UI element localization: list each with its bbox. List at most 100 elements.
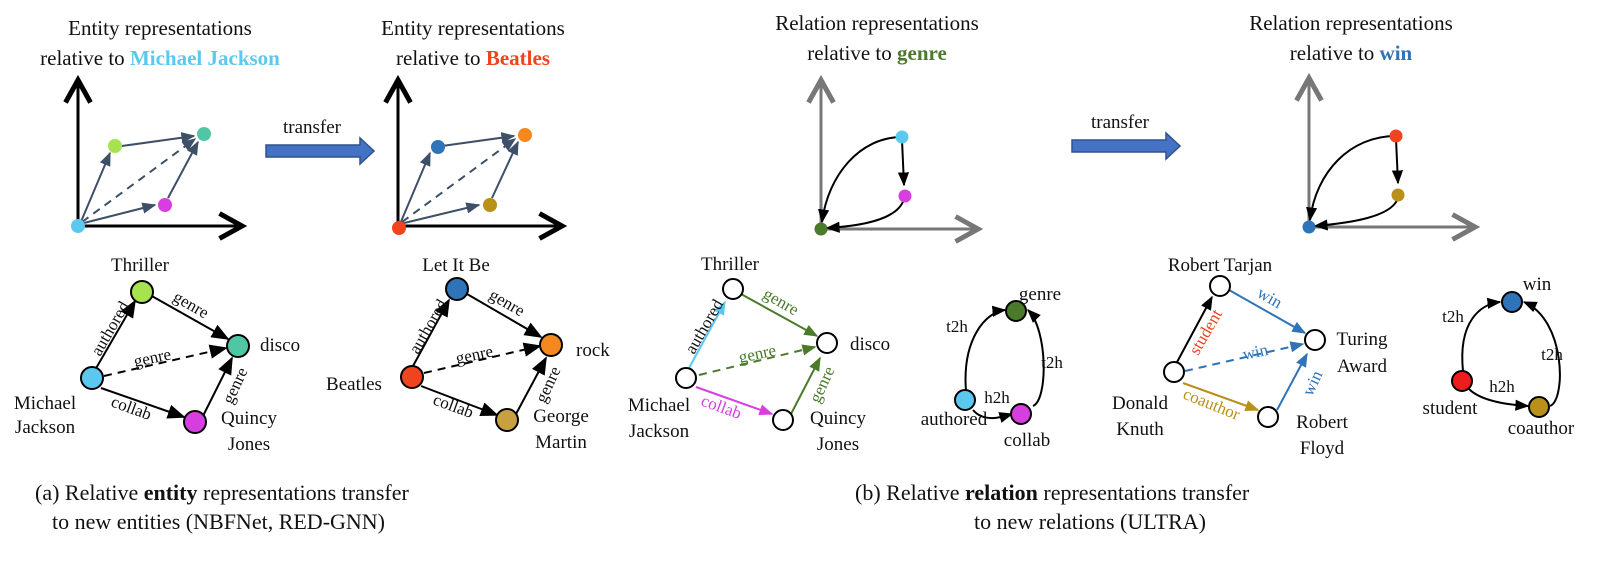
rel-node-label-coauthor: coauthor	[1508, 418, 1575, 439]
node-label-turing: Turing	[1336, 329, 1388, 350]
edge-label-authored: authored	[681, 296, 727, 357]
plot-a1-vectors	[79, 132, 199, 225]
plot-a2-axes	[398, 80, 562, 226]
caption-a-line2: to new entities (NBFNet, RED-GNN)	[52, 509, 385, 534]
point-student	[1389, 129, 1403, 143]
edge-label-collab: collab	[109, 392, 155, 424]
node-thriller	[722, 278, 744, 300]
plot-a1-axes	[78, 80, 242, 226]
caption-b-line2: to new relations (ULTRA)	[974, 509, 1206, 534]
point-coauthor	[1391, 188, 1405, 202]
node-label-jackson: Jackson	[15, 417, 76, 438]
plot-a1-title-highlight: Michael Jackson	[130, 46, 280, 70]
edge-label-collab: collab	[431, 390, 477, 422]
edge-label-genre-bottom: genre	[218, 364, 251, 406]
edge-label-genre: genre	[760, 284, 802, 319]
graph-a2: authored genre genre collab genre Let It…	[326, 255, 610, 453]
rel-edge-label-t2h-left: t2h	[1442, 307, 1464, 326]
graph-b2: student win win coauthor win Robert Tarj…	[1112, 255, 1388, 459]
node-label-jackson: Jackson	[629, 421, 690, 442]
plot-a2-title-line1: Entity representations	[381, 16, 565, 40]
node-quincy-jones	[772, 409, 794, 431]
edge-label-genre-bottom: genre	[531, 363, 564, 405]
rel-node-label-collab: collab	[1004, 430, 1050, 451]
node-rock	[539, 333, 563, 357]
node-label-robert-tarjan: Robert Tarjan	[1168, 255, 1273, 276]
plot-b1-axes	[821, 80, 978, 229]
plot-a2-title-line2: relative to Beatles	[396, 46, 550, 70]
node-label-donald: Donald	[1112, 393, 1168, 414]
node-label-jones: Jones	[228, 434, 270, 455]
graph-a1: authored genre genre collab genre Thrill…	[14, 255, 300, 455]
rel-edge-label-h2h: h2h	[984, 388, 1010, 407]
edge-label-genre-bottom: genre	[805, 363, 838, 405]
plot-b1-title-line1: Relation representations	[775, 11, 979, 35]
edge-label-win: win	[1254, 283, 1286, 312]
node-label-quincy: Quincy	[221, 408, 277, 429]
node-label-knuth: Knuth	[1116, 419, 1164, 440]
node-disco	[226, 334, 250, 358]
edge-label-genre-dashed: genre	[132, 344, 173, 370]
point-michael-jackson	[71, 219, 85, 233]
node-label-disco: disco	[850, 334, 890, 355]
node-thriller	[130, 280, 154, 304]
rel-edge-label-t2h-right: t2h	[1041, 353, 1063, 372]
edge-label-student: student	[1185, 306, 1226, 358]
node-label-award: Award	[1337, 356, 1387, 377]
node-label-michael: Michael	[628, 395, 690, 416]
transfer-arrow-a-icon	[265, 136, 376, 166]
relation-graph-b1: t2h t2h h2h genre authored collab	[921, 284, 1064, 451]
node-label-let-it-be: Let It Be	[422, 255, 490, 276]
plot-b1-title-line2: relative to genre	[807, 41, 947, 65]
plot-b2-edges	[1306, 135, 1404, 231]
rel-node-authored	[954, 389, 976, 411]
point-thriller	[108, 139, 122, 153]
caption-b-line1: (b) Relative relation representations tr…	[855, 480, 1250, 505]
node-beatles	[400, 365, 424, 389]
node-label-george: George	[533, 406, 589, 427]
plot-b1-edges	[818, 136, 910, 233]
rel-node-label-genre: genre	[1019, 284, 1061, 305]
relation-graph-b2: t2h t2h h2h win student coauthor	[1423, 274, 1575, 439]
node-donald-knuth	[1163, 361, 1185, 383]
node-robert-tarjan	[1209, 275, 1231, 297]
edge-label-genre-dashed: genre	[737, 340, 778, 366]
rel-edge-label-h2h: h2h	[1489, 377, 1515, 396]
edge-label-authored: authored	[405, 296, 451, 357]
point-let-it-be	[431, 140, 445, 154]
point-genre	[814, 222, 828, 236]
transfer-arrow-b-icon	[1071, 131, 1182, 161]
node-disco	[816, 332, 838, 354]
transfer-label-a: transfer	[283, 117, 342, 138]
node-label-robert: Robert	[1296, 412, 1348, 433]
node-label-thriller: Thriller	[701, 254, 760, 275]
rel-node-label-win: win	[1523, 274, 1552, 295]
point-george-martin	[483, 198, 497, 212]
node-label-quincy: Quincy	[810, 408, 866, 429]
node-michael-jackson	[80, 366, 104, 390]
node-michael-jackson	[675, 367, 697, 389]
plot-a1-title-line2: relative to Michael Jackson	[40, 46, 280, 70]
node-george-martin	[495, 408, 519, 432]
node-label-thriller: Thriller	[111, 255, 170, 276]
rel-edge-label-t2h-left: t2h	[946, 317, 968, 336]
node-turing-award	[1304, 329, 1326, 351]
rel-node-genre	[1005, 300, 1027, 322]
rel-node-win	[1501, 291, 1523, 313]
node-let-it-be	[445, 277, 469, 301]
node-label-beatles: Beatles	[326, 374, 382, 395]
graph-b1: authored genre genre collab genre Thrill…	[628, 254, 890, 455]
edge-label-win-bottom: win	[1298, 367, 1326, 399]
node-label-martin: Martin	[535, 432, 587, 453]
plot-b2-title-highlight: win	[1380, 41, 1413, 65]
plot-b2-axes	[1309, 78, 1475, 227]
rel-node-collab	[1010, 403, 1032, 425]
plot-a1-title-line1: Entity representations	[68, 16, 252, 40]
plot-b2-title-line1: Relation representations	[1249, 11, 1453, 35]
point-win	[1302, 220, 1316, 234]
edge-label-genre-dashed: genre	[454, 341, 495, 367]
node-label-disco: disco	[260, 335, 300, 356]
rel-edge-label-t2h-right: t2h	[1541, 345, 1563, 364]
point-quincy-jones	[158, 198, 172, 212]
